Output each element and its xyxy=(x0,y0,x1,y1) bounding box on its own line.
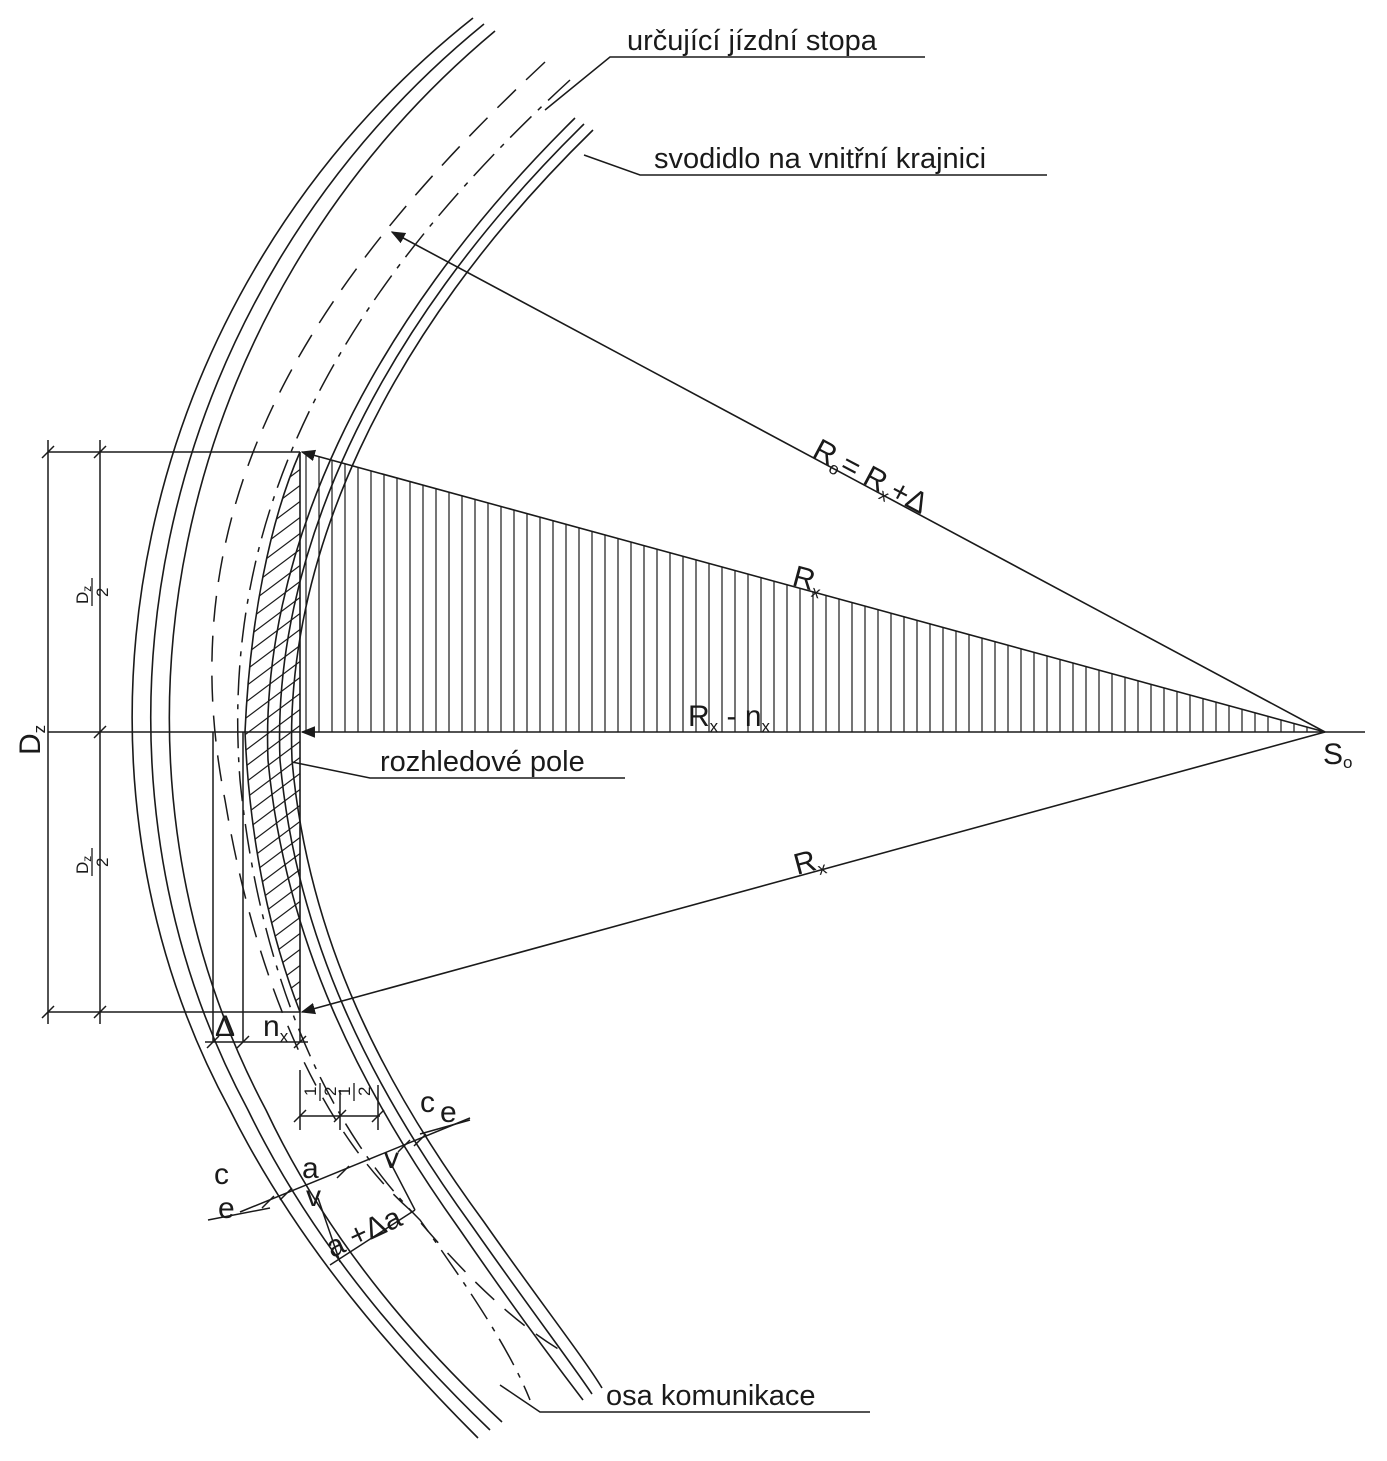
hatch-line xyxy=(245,717,300,779)
dimension-lines xyxy=(41,440,471,1266)
hatch-line xyxy=(230,1054,310,1114)
outer-edge-line-3 xyxy=(168,30,503,1423)
hatch-line xyxy=(245,861,300,923)
hatch-line xyxy=(245,941,300,1003)
label-half-right: 1 2 xyxy=(335,1083,374,1101)
hatch-line xyxy=(245,669,300,731)
svg-text:1: 1 xyxy=(335,1087,354,1096)
svg-text:2: 2 xyxy=(355,1087,374,1096)
hatch-line xyxy=(245,845,300,907)
svg-text:1: 1 xyxy=(301,1087,320,1096)
label-e-left: e xyxy=(218,1192,235,1225)
label-c-right: c xyxy=(420,1086,435,1119)
label-radius-rx-minus-nx: Rx - nx xyxy=(688,700,771,736)
label-c-left: c xyxy=(214,1158,229,1191)
svg-text:2: 2 xyxy=(321,1087,340,1096)
guardrail-line-2 xyxy=(278,123,593,1395)
hatch-line xyxy=(245,685,300,747)
radius-ro xyxy=(390,231,1326,733)
hatch-line xyxy=(245,765,300,827)
hatch-line xyxy=(245,877,300,939)
label-radius-rx-lower: Rx xyxy=(790,842,829,885)
leader-wheel-track xyxy=(544,56,925,111)
label-nx: nx xyxy=(263,1010,289,1046)
hatch-line xyxy=(245,621,300,683)
label-delta: Δ xyxy=(215,1010,235,1043)
hatch-line xyxy=(245,925,300,987)
svg-text:2: 2 xyxy=(93,588,112,597)
guardrail-line-1 xyxy=(266,117,584,1401)
hatch-line xyxy=(245,541,300,603)
label-half-left: 1 2 xyxy=(301,1083,340,1101)
lane-width-dimension-line xyxy=(239,1117,471,1213)
svg-text:Dz: Dz xyxy=(73,586,94,604)
hatch-line xyxy=(245,573,300,635)
leader-sight-field xyxy=(291,761,625,779)
hatch-line xyxy=(245,797,300,859)
label-road-axis: osa komunikace xyxy=(606,1380,816,1412)
hatch-line xyxy=(245,653,300,715)
label-dz: Dz xyxy=(14,725,49,755)
radius-rx-lower xyxy=(300,731,1326,1015)
leader-guardrail xyxy=(583,154,1047,176)
leader-road-axis xyxy=(499,1384,870,1413)
radius-rx-upper xyxy=(300,449,1326,733)
label-guardrail: svodidlo na vnitřní krajnici xyxy=(654,143,986,175)
label-sight-field: rozhledové pole xyxy=(380,746,585,778)
hatch-line xyxy=(245,461,300,523)
radius-lines xyxy=(300,231,1365,1015)
outer-edge-line-2 xyxy=(150,23,491,1431)
road-curves xyxy=(131,17,603,1439)
label-a: a xyxy=(302,1152,319,1185)
hatch-line xyxy=(245,989,300,1012)
hatch-line xyxy=(230,1038,310,1098)
label-dz-half-lower: Dz 2 xyxy=(73,848,112,876)
svg-text:Dz: Dz xyxy=(73,856,94,874)
road-axis-dashdot xyxy=(236,79,571,1401)
svg-text:2: 2 xyxy=(93,858,112,867)
lane-widening-dimension-line xyxy=(329,1209,416,1266)
label-wheel-track: určující jízdní stopa xyxy=(627,25,878,57)
outer-edge-line-1 xyxy=(131,17,479,1439)
hatch-line xyxy=(245,605,300,667)
label-a-plus-delta-a: a +Δa xyxy=(321,1201,407,1265)
label-center-so: So xyxy=(1323,738,1352,772)
leader-lines xyxy=(207,56,1047,1413)
hatch-line xyxy=(245,637,300,699)
wheel-track-dashed xyxy=(211,61,561,1351)
label-v-right: v xyxy=(384,1142,399,1175)
hatch-line xyxy=(245,589,300,651)
guardrail-line-3 xyxy=(290,129,603,1389)
hatch-line xyxy=(245,733,300,795)
hatch-line xyxy=(245,525,300,587)
hatch-line xyxy=(245,477,300,539)
label-radius-rx-upper: Rx xyxy=(788,560,827,603)
hatch-line xyxy=(245,829,300,891)
hatch-line xyxy=(245,781,300,843)
hatch-line xyxy=(245,557,300,619)
label-radius-ro: Ro= Rx+Δ xyxy=(806,433,933,523)
label-e-right: e xyxy=(440,1096,457,1129)
label-v-left: v xyxy=(306,1180,321,1213)
label-dz-half-upper: Dz 2 xyxy=(73,578,112,606)
hatch-line xyxy=(245,749,300,811)
hatch-line xyxy=(245,509,300,571)
hatch-line xyxy=(245,813,300,875)
